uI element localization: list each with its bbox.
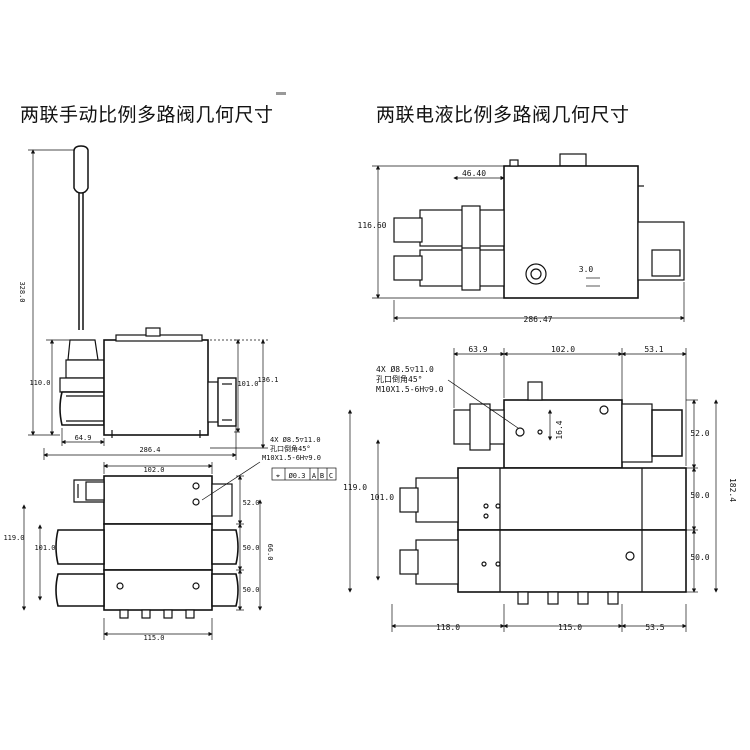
dim-101: 101.0 xyxy=(237,380,258,388)
right-side-view xyxy=(393,153,685,299)
dim-102-left: 102.0 xyxy=(143,466,164,474)
dim-119-left: 119.0 xyxy=(3,534,24,542)
dim-46-right: 46.40 xyxy=(462,169,486,178)
dim-116-right: 116.60 xyxy=(358,221,387,230)
right-side-dimensions xyxy=(372,165,685,322)
dim-53a-right: 53.1 xyxy=(644,345,663,354)
dim-total-height: 328.0 xyxy=(18,281,26,302)
tol-value: Ø0.3 xyxy=(289,472,306,480)
dim-50a-right: 50.0 xyxy=(690,491,709,500)
dim-136: 136.1 xyxy=(257,376,278,384)
hole-note-1-left: 4X Ø8.5▽11.0 xyxy=(270,436,321,444)
dim-286: 286.4 xyxy=(139,446,160,454)
dim-50b-left: 50.0 xyxy=(243,586,260,594)
hole-note-2-right: 孔口倒角45° xyxy=(376,374,422,384)
dim-52-left: 52.0 xyxy=(243,499,260,507)
tol-symbol: ⌖ xyxy=(276,472,280,480)
dim-102-right: 102.0 xyxy=(551,345,575,354)
dim-16-right: 16.4 xyxy=(555,420,564,439)
dim-101-left-front: 101.0 xyxy=(34,544,55,552)
left-side-dimensions xyxy=(28,149,268,460)
dim-50a-left: 50.0 xyxy=(243,544,260,552)
dim-286-right: 286.47 xyxy=(524,315,553,324)
tol-datum-c: C xyxy=(329,472,333,480)
tol-datum-b: B xyxy=(320,472,324,480)
right-front-view xyxy=(399,381,687,605)
dim-110: 110.0 xyxy=(29,379,50,387)
hole-note-3-left: M10X1.5-6H▽9.0 xyxy=(262,454,321,462)
dim-63-right: 63.9 xyxy=(468,345,487,354)
dim-182-right: 182.4 xyxy=(728,478,737,502)
dim-101-right: 101.0 xyxy=(370,493,394,502)
dim-66-left: 66.0 xyxy=(266,544,274,561)
dim-64: 64.9 xyxy=(75,434,92,442)
hole-note-3-right: M10X1.5-6H▽9.0 xyxy=(376,385,444,394)
dim-119-right: 119.0 xyxy=(343,483,367,492)
dim-50b-right: 50.0 xyxy=(690,553,709,562)
hole-note-1-right: 4X Ø8.5▽11.0 xyxy=(376,364,434,374)
hole-note-2-left: 孔口倒角45° xyxy=(270,444,311,453)
dim-53b-right: 53.5 xyxy=(645,623,664,632)
right-front-dimensions xyxy=(347,348,719,632)
lever-handle xyxy=(73,145,89,330)
left-front-view xyxy=(55,475,239,619)
title-electro-hydraulic-valve: 两联电液比例多路阀几何尺寸 xyxy=(376,104,630,126)
dim-52-right: 52.0 xyxy=(690,429,709,438)
tol-datum-a: A xyxy=(312,472,317,480)
left-side-view xyxy=(59,145,237,438)
dim-115-left: 115.0 xyxy=(143,634,164,642)
scan-mark xyxy=(276,92,286,95)
title-manual-valve: 两联手动比例多路阀几何尺寸 xyxy=(20,104,274,126)
dim-118-right: 118.0 xyxy=(436,623,460,632)
dim-115-right: 115.0 xyxy=(558,623,582,632)
left-front-dimensions xyxy=(21,461,337,640)
dim-3-right: 3.0 xyxy=(579,265,594,274)
